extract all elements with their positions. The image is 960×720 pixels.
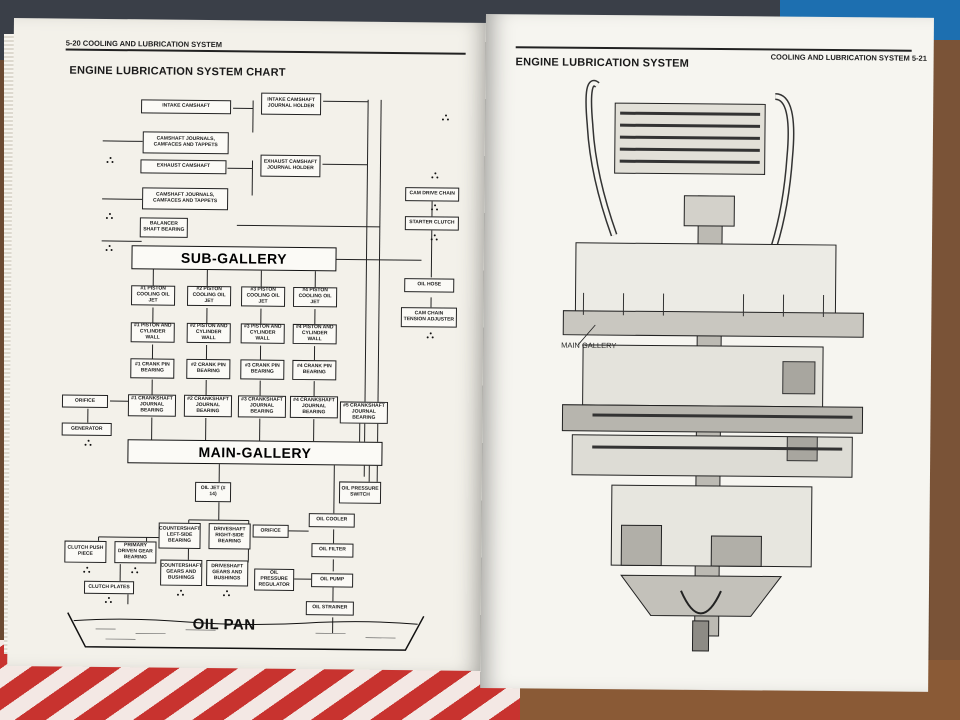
engine-cutaway-diagram	[561, 79, 864, 652]
box-orifice-left: ORIFICE	[61, 394, 109, 409]
box-crank-4: #4 CRANKSHAFT JOURNAL BEARING	[289, 395, 339, 419]
drip-marker	[430, 172, 440, 180]
box-pin-1: #1 CRANK PIN BEARING	[130, 358, 175, 379]
box-clutch-plates: CLUTCH PLATES	[83, 580, 135, 595]
box-countershaft-left-bearing: COUNTERSHAFT LEFT-SIDE BEARING	[158, 522, 201, 549]
drip-marker	[104, 597, 114, 605]
drip-marker	[84, 439, 94, 448]
drip-marker	[441, 114, 451, 122]
box-cam-chain-adjuster: CAM CHAIN TENSION ADJUSTER	[400, 307, 457, 328]
box-pin-2: #2 CRANK PIN BEARING	[186, 358, 231, 380]
drip-marker	[426, 332, 436, 340]
box-oil-pressure-regulator: OIL PRESSURE REGULATOR	[254, 568, 295, 591]
box-countershaft-gears: COUNTERSHAFT GEARS AND BUSHINGS	[160, 559, 203, 587]
box-camshaft-journals-2: CAMSHAFT JOURNALS, CAMFACES AND TAPPETS	[142, 187, 229, 211]
box-main-gallery: MAIN-GALLERY	[127, 439, 383, 466]
box-orifice-right: ORIFICE	[252, 524, 289, 538]
box-starter-clutch: STARTER CLUTCH	[404, 216, 459, 231]
box-oil-pressure-switch: OIL PRESSURE SWITCH	[338, 481, 382, 504]
drip-marker	[430, 234, 440, 242]
box-pin-3: #3 CRANK PIN BEARING	[240, 359, 285, 380]
drip-marker	[105, 245, 115, 253]
drip-marker	[105, 157, 115, 165]
drip-marker	[176, 589, 186, 598]
box-oil-filter: OIL FILTER	[311, 543, 354, 558]
box-crank-1: #1 CRANKSHAFT JOURNAL BEARING	[127, 394, 177, 417]
box-oil-pump: OIL PUMP	[311, 573, 354, 588]
box-oil-hose: OIL HOSE	[404, 278, 455, 293]
drip-marker	[105, 213, 115, 221]
drip-marker	[82, 566, 92, 575]
oil-pan-label: OIL PAN	[192, 615, 256, 634]
box-driveshaft-right-bearing: DRIVESHAFT RIGHT-SIDE BEARING	[208, 523, 251, 550]
box-jet-4: #4 PISTON COOLING OIL JET	[292, 286, 338, 308]
box-crank-5: #5 CRANKSHAFT JOURNAL BEARING	[339, 401, 388, 424]
box-balancer-bearing: BALANCER SHAFT BEARING	[139, 217, 188, 238]
box-wall-4: #4 PISTON AND CYLINDER WALL	[292, 323, 337, 345]
right-page: ENGINE LUBRICATION SYSTEM COOLING AND LU…	[480, 14, 934, 692]
box-intake-camshaft: INTAKE CAMSHAFT	[141, 99, 232, 115]
box-oil-cooler: OIL COOLER	[308, 513, 355, 528]
background-wood	[930, 40, 960, 720]
box-driveshaft-gears: DRIVESHAFT GEARS AND BUSHINGS	[206, 560, 249, 587]
box-wall-3: #3 PISTON AND CYLINDER WALL	[240, 323, 285, 344]
drip-marker	[130, 567, 140, 575]
box-intake-journal-holder: INTAKE CAMSHAFT JOURNAL HOLDER	[261, 92, 322, 116]
box-generator: GENERATOR	[61, 422, 112, 437]
box-camshaft-journals-1: CAMSHAFT JOURNALS, CAMFACES AND TAPPETS	[142, 131, 229, 155]
box-wall-2: #2 PISTON AND CYLINDER WALL	[186, 322, 231, 344]
box-jet-1: #1 PISTON COOLING OIL JET	[130, 285, 176, 306]
drip-marker	[430, 204, 440, 212]
box-oil-jet-14: OIL JET (# 14)	[194, 481, 232, 503]
box-crank-2: #2 CRANKSHAFT JOURNAL BEARING	[183, 394, 233, 418]
box-pin-4: #4 CRANK PIN BEARING	[292, 359, 337, 381]
box-wall-1: #1 PISTON AND CYLINDER WALL	[130, 322, 175, 343]
box-crank-3: #3 CRANKSHAFT JOURNAL BEARING	[237, 395, 287, 418]
drip-marker	[222, 590, 232, 598]
box-jet-3: #3 PISTON COOLING OIL JET	[240, 286, 286, 307]
left-page: 5-20 COOLING AND LUBRICATION SYSTEM ENGI…	[7, 18, 489, 671]
box-cam-drive-chain: CAM DRIVE CHAIN	[405, 187, 460, 202]
open-manual: 5-20 COOLING AND LUBRICATION SYSTEM ENGI…	[4, 14, 944, 700]
box-jet-2: #2 PISTON COOLING OIL JET	[186, 285, 232, 307]
box-exhaust-camshaft: EXHAUST CAMSHAFT	[140, 159, 227, 175]
oil-pan-shape	[67, 612, 425, 651]
box-exhaust-journal-holder: EXHAUST CAMSHAFT JOURNAL HOLDER	[260, 154, 321, 178]
box-primary-driven-gear: PRIMARY DRIVEN GEAR BEARING	[114, 541, 157, 564]
box-sub-gallery: SUB-GALLERY	[131, 245, 337, 272]
box-clutch-push-piece: CLUTCH PUSH PIECE	[64, 540, 107, 563]
main-gallery-callout: MAIN GALLERY	[561, 340, 617, 351]
